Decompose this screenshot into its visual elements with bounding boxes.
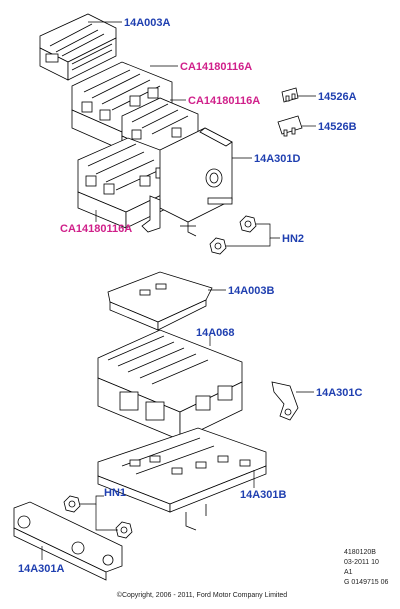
label-14526b: 14526B (318, 121, 357, 133)
label-hn2: HN2 (282, 233, 304, 245)
part-hn2-nut-upper (239, 215, 257, 233)
part-14a068-module (97, 329, 243, 441)
part-14a301a-bracket (13, 501, 123, 581)
label-hn1: HN1 (104, 487, 126, 499)
leader-hn2 (256, 223, 280, 239)
label-14a068: 14A068 (196, 327, 235, 339)
part-hn1-nut-lower (115, 521, 133, 539)
copyright-footer: ©Copyright, 2006 - 2011, Ford Motor Comp… (116, 592, 288, 599)
label-14a003b: 14A003B (228, 285, 275, 297)
part-14a301b-tray (97, 427, 267, 531)
leader-hn2-b (226, 238, 271, 247)
label-ca14180116a-3: CA14180116A (60, 223, 132, 235)
part-labels: 14A003A CA14180116A CA14180116A CA141801… (18, 17, 363, 575)
reference-line-2: 03-2011 10 (344, 559, 379, 566)
reference-block: 4180120B 03-2011 10 A1 G 0149715 06 (344, 548, 398, 588)
label-ca14180116a-2: CA14180116A (188, 95, 260, 107)
part-hn2-nut-lower (209, 237, 227, 255)
part-14a003b-cover (107, 271, 213, 331)
reference-line-4: G 0149715 06 (344, 579, 389, 586)
label-14a301b: 14A301B (240, 489, 287, 501)
part-14526b-fuse (277, 115, 303, 137)
label-14a003a: 14A003A (124, 17, 171, 29)
label-14526a: 14526A (318, 91, 357, 103)
part-14526a-fuse (281, 87, 299, 103)
label-14a301c: 14A301C (316, 387, 363, 399)
leader-hn1 (80, 495, 104, 505)
reference-line-1: 4180120B (344, 549, 376, 556)
leader-lines (41, 21, 316, 560)
label-14a301a: 14A301A (18, 563, 65, 575)
part-14a301c-bracket (271, 381, 299, 421)
part-hn1-nut-upper (63, 495, 81, 513)
part-14a003a-cover (39, 13, 117, 81)
reference-line-3: A1 (344, 569, 353, 576)
part-14a301d-bracket (141, 127, 233, 237)
leader-hn1-b (95, 504, 118, 531)
label-ca14180116a-1: CA14180116A (180, 61, 252, 73)
label-14a301d: 14A301D (254, 153, 301, 165)
